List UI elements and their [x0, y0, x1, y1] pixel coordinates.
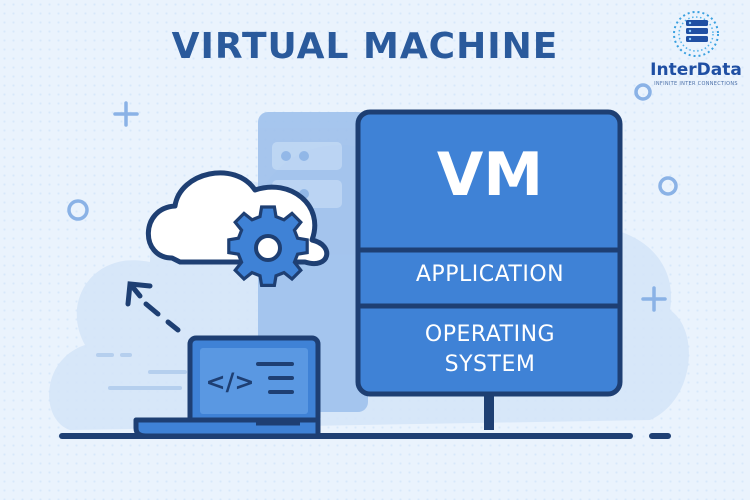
brand-name: InterData: [650, 60, 742, 80]
laptop-icon: [133, 335, 321, 439]
ring-decoration: [634, 83, 652, 101]
dashed-arrow-icon: [125, 281, 181, 333]
vm-header-label: VM: [436, 140, 544, 210]
vm-monitor: [355, 109, 623, 430]
server-stack-icon: [673, 11, 719, 57]
brand-logo: InterData INFINITE INTER CONNECTIONS: [650, 6, 742, 92]
vm-application-layer: APPLICATION: [415, 262, 565, 287]
laptop-code-symbol: </>: [206, 368, 255, 396]
gear-icon: [227, 205, 309, 288]
brand-tagline: INFINITE INTER CONNECTIONS: [654, 81, 738, 87]
plus-icon: [113, 101, 139, 127]
plus-icon: [641, 286, 667, 312]
ring-decoration: [67, 199, 89, 221]
vm-os-layer-line1: OPERATING: [424, 322, 556, 347]
speed-lines-decoration: [96, 353, 187, 390]
ring-decoration: [658, 176, 678, 196]
page-title: VIRTUAL MACHINE: [171, 26, 559, 67]
vm-os-layer-line2: SYSTEM: [444, 352, 536, 377]
